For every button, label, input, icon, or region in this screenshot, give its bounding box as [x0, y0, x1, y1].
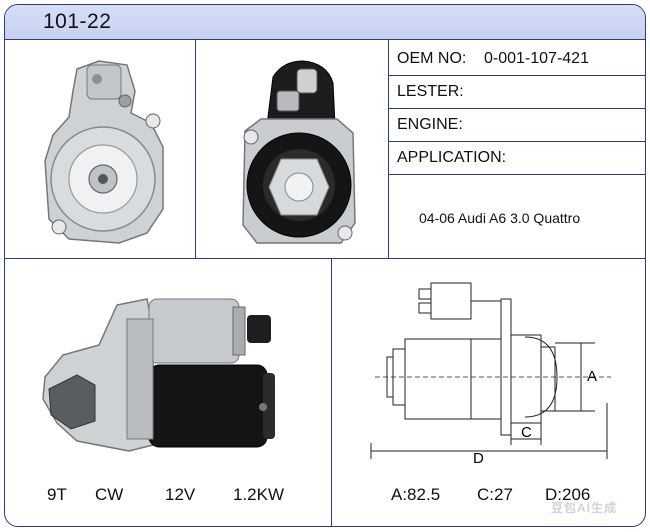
- spec-row-application: APPLICATION:: [389, 142, 645, 175]
- spec-row-lester: LESTER:: [389, 76, 645, 109]
- starter-rear-view-photo: [242, 60, 356, 244]
- engine-label: ENGINE:: [397, 116, 463, 133]
- divider: [195, 39, 196, 259]
- oem-value: 0-001-107-421: [484, 50, 589, 67]
- oem-label: OEM NO:: [397, 50, 467, 67]
- rating-voltage: 12V: [165, 485, 196, 504]
- lester-label: LESTER:: [397, 83, 464, 100]
- starter-front-view-photo: [44, 60, 164, 244]
- rating-rotation: CW: [95, 485, 124, 504]
- dimension-drawing: A C D: [370, 282, 611, 467]
- application-text: 04-06 Audi A6 3.0 Quattro: [419, 210, 581, 226]
- divider: [5, 258, 645, 259]
- dimension-d-value: D:206: [545, 485, 591, 504]
- part-number-title: 101-22: [43, 10, 112, 33]
- application-label: APPLICATION:: [397, 149, 507, 166]
- spec-sheet: 101-22 OEM NO: 0-001-107-421 LESTER: ENG…: [4, 4, 646, 527]
- watermark: 豆包AI生成: [551, 501, 618, 515]
- divider: [331, 259, 332, 526]
- dimension-label-c: C: [521, 424, 532, 441]
- divider: [388, 39, 389, 259]
- dimension-a-value: A:82.5: [391, 485, 441, 504]
- dimension-label-d: D: [473, 450, 484, 467]
- title-bar: 101-22: [5, 5, 645, 40]
- dimension-label-a: A: [587, 368, 597, 385]
- rating-power: 1.2KW: [233, 485, 285, 504]
- spec-row-engine: ENGINE:: [389, 109, 645, 142]
- rating-teeth: 9T: [47, 485, 67, 504]
- dimension-c-value: C:27: [477, 485, 513, 504]
- spec-row-oem: OEM NO: 0-001-107-421: [389, 43, 645, 76]
- starter-side-view-photo: [42, 298, 275, 452]
